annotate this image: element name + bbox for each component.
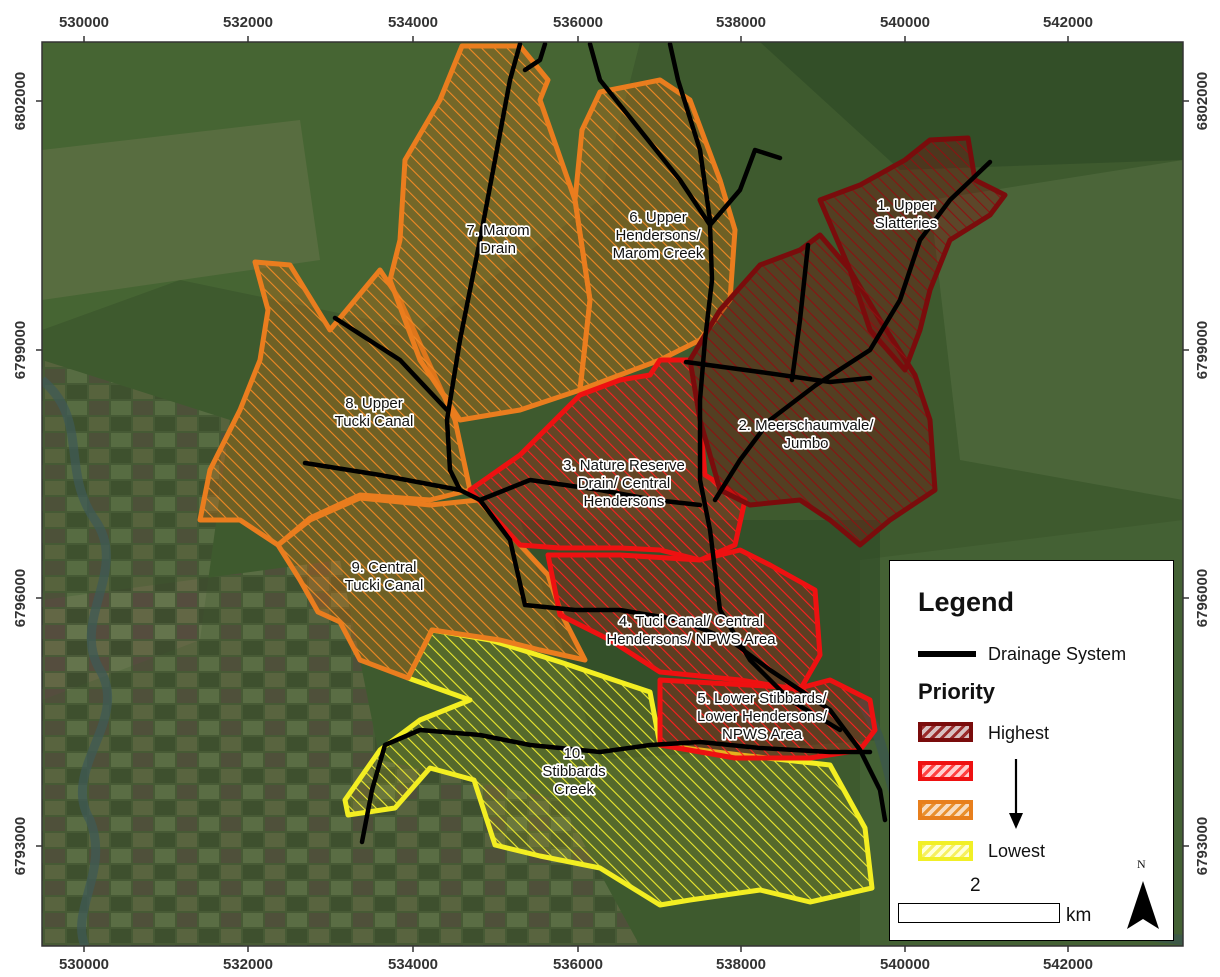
x-tick-label-bottom: 534000 <box>388 956 438 973</box>
x-tick-label-bottom: 540000 <box>880 956 930 973</box>
y-tick-label-right: 6802000 <box>1194 72 1211 130</box>
map-border <box>41 41 1184 947</box>
legend-drainage-label: Drainage System <box>988 644 1127 664</box>
zone-6-upper-hendersons[interactable] <box>572 77 738 393</box>
x-tick-label-top: 534000 <box>388 14 438 31</box>
x-tick-label-top: 536000 <box>553 14 603 31</box>
north-label: N <box>1137 857 1146 871</box>
drainage-system-lines <box>302 42 993 845</box>
x-tick-label-bottom: 530000 <box>59 956 109 973</box>
y-tick-label-right: 6799000 <box>1194 321 1211 379</box>
legend-lowest-label: Lowest <box>988 841 1046 861</box>
zone-1-upper-slatteries[interactable] <box>817 135 1008 373</box>
y-tick-label-left: 6793000 <box>12 817 29 875</box>
swatch-lowest <box>918 841 973 861</box>
x-tick-label-top: 532000 <box>223 14 273 31</box>
scale-unit: km <box>1066 905 1092 926</box>
legend-panel: Legend Drainage System Priority Highest … <box>889 560 1174 941</box>
legend-highest-label: Highest <box>988 723 1050 743</box>
x-tick-label-top: 542000 <box>1043 14 1093 31</box>
drainage-line-symbol <box>918 651 976 657</box>
swatch-highest <box>918 722 973 742</box>
arrow-down-icon <box>1009 759 1023 829</box>
legend-priority-title: Priority <box>918 679 996 704</box>
x-tick-label-top: 538000 <box>716 14 766 31</box>
legend-title: Legend <box>918 587 1015 617</box>
y-tick-label-left: 6802000 <box>12 72 29 130</box>
x-tick-label-top: 540000 <box>880 14 930 31</box>
y-tick-label-right: 6796000 <box>1194 569 1211 627</box>
x-tick-label-bottom: 538000 <box>716 956 766 973</box>
x-tick-label-top: 530000 <box>59 14 109 31</box>
swatch-second <box>918 761 973 781</box>
y-tick-label-right: 6793000 <box>1194 817 1211 875</box>
zone-7-marom-drain[interactable] <box>387 43 593 423</box>
zone-9-central-tucki-canal[interactable] <box>275 495 588 681</box>
zone-label-2: 2. Meerschaumvale/Jumbo <box>738 417 874 452</box>
x-tick-label-bottom: 536000 <box>553 956 603 973</box>
zone-8-upper-tucki-canal[interactable] <box>197 259 473 548</box>
north-arrow-icon <box>1127 881 1159 929</box>
x-tick-label-bottom: 542000 <box>1043 956 1093 973</box>
y-tick-label-left: 6796000 <box>12 569 29 627</box>
zone-3-nature-reserve-drain[interactable] <box>467 357 748 563</box>
scale-bar <box>898 903 1060 923</box>
y-tick-label-left: 6799000 <box>12 321 29 379</box>
scale-value: 2 <box>970 875 981 896</box>
x-tick-label-bottom: 532000 <box>223 956 273 973</box>
swatch-third <box>918 800 973 820</box>
zone-5-lower-stibbards[interactable] <box>657 677 878 761</box>
zone-label-5: 5. Lower Stibbards/Lower Hendersons/NPWS… <box>697 690 828 743</box>
